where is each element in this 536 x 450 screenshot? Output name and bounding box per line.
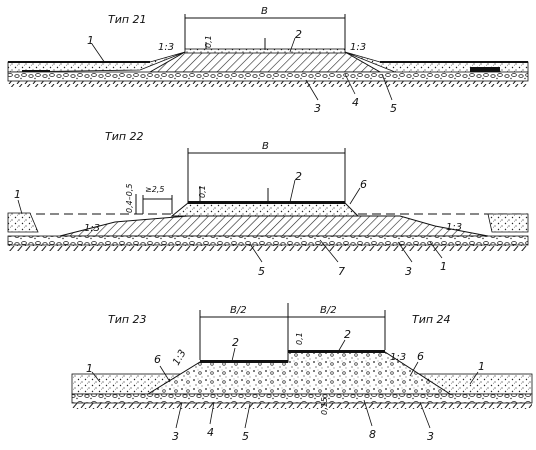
callout: 4	[352, 96, 359, 109]
offset-label: ≥2,5	[145, 185, 164, 194]
width-label-right: B/2	[320, 305, 337, 316]
callout: 8	[369, 428, 376, 441]
pavement-course-right	[288, 350, 385, 353]
slope-label-right: 1:3	[350, 42, 366, 53]
depth-label: 0,15	[320, 397, 329, 415]
callout: 3	[427, 430, 434, 443]
callout: 1	[440, 260, 447, 273]
callout: 1	[14, 188, 21, 201]
natural-ground	[8, 81, 528, 87]
pavement-course-left	[200, 360, 288, 363]
callout: 3	[314, 102, 321, 115]
callout: 6	[417, 350, 424, 363]
natural-ground	[8, 245, 528, 251]
slope-label-right: 1:3	[446, 222, 462, 233]
natural-ground	[72, 403, 532, 409]
side-fill	[487, 213, 529, 233]
callout: 6	[360, 178, 367, 191]
callouts: 1 2 6 5 7 3 1	[14, 170, 447, 278]
section-title: Тип 22	[105, 130, 144, 143]
callout: 2	[344, 328, 351, 341]
callout: 5	[390, 102, 397, 115]
callout: 5	[242, 430, 249, 443]
callout: 7	[338, 265, 345, 278]
callout: 3	[172, 430, 179, 443]
callout: 6	[154, 353, 161, 366]
thickness-label: 0,1	[198, 185, 207, 198]
base-layer	[71, 393, 533, 404]
width-dimension: B	[187, 141, 346, 203]
base-layer	[7, 235, 529, 246]
width-dimension: B	[184, 6, 346, 50]
slope-label-left: 1:3	[171, 348, 189, 367]
thickness-label: 0,1	[204, 35, 213, 48]
base-layer	[7, 71, 529, 82]
embankment-body	[148, 51, 382, 73]
side-fill	[7, 212, 39, 233]
callout: 1	[478, 360, 485, 373]
width-label-left: B/2	[230, 305, 247, 316]
embankment-body	[59, 215, 489, 237]
callout: 3	[405, 265, 412, 278]
thickness-label: 0,1	[295, 332, 304, 345]
ditch-mark	[470, 67, 500, 72]
callouts: 1 6 2 3 4 5 2 6 1 8 3	[86, 328, 485, 443]
pavement-course	[188, 201, 345, 204]
slope-label-left: 1:3	[84, 223, 100, 234]
callouts: 1 2 3 4 5	[87, 28, 397, 115]
section-type-21: Тип 21 B 0,1 1:3 1:3 1	[7, 6, 529, 115]
section-type-22: Тип 22 B 0,4–0,5 ≥2,5 0,1	[7, 130, 529, 278]
slope-label-left: 1:3	[158, 42, 174, 53]
depth-label: 0,4–0,5	[125, 184, 134, 213]
section-type-23-24: Тип 23 Тип 24 B/2 B/2 0,1 0,15 1:3 1:3	[71, 303, 533, 443]
embankment-upper	[170, 202, 360, 217]
callout: 5	[258, 265, 265, 278]
section-title: Тип 21	[108, 13, 147, 26]
width-label: B	[262, 141, 269, 152]
section-title-right: Тип 24	[412, 313, 451, 326]
callout: 2	[295, 28, 302, 41]
callout: 1	[86, 362, 93, 375]
callout: 2	[295, 170, 302, 183]
slope-label-right: 1:3	[390, 352, 406, 363]
width-dimension: B/2 B/2	[199, 303, 386, 360]
callout: 4	[207, 426, 214, 439]
callout: 1	[87, 34, 94, 47]
callout: 2	[232, 336, 239, 349]
section-title-left: Тип 23	[108, 313, 147, 326]
width-label: B	[261, 6, 268, 17]
